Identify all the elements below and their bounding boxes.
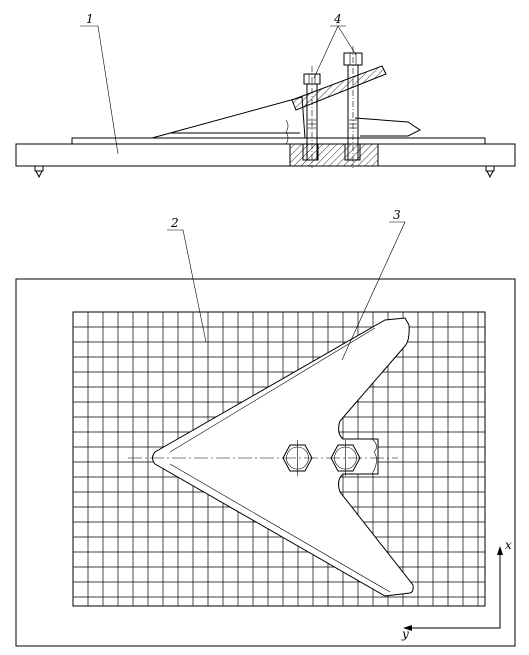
right-foot bbox=[485, 165, 495, 179]
leader-4 bbox=[313, 25, 357, 79]
share-profile bbox=[151, 96, 306, 139]
clamp-bar bbox=[291, 65, 387, 111]
top-plate bbox=[71, 137, 486, 145]
left-foot bbox=[34, 165, 44, 179]
side-view: 1 4 bbox=[15, 12, 516, 179]
label-4: 4 bbox=[333, 12, 342, 26]
share-outline bbox=[152, 317, 414, 597]
base-plate bbox=[15, 143, 516, 167]
bolt-left bbox=[285, 66, 321, 168]
hex-nut-left bbox=[282, 440, 313, 476]
label-3: 3 bbox=[393, 208, 401, 222]
share-tip bbox=[354, 117, 421, 137]
plan-view: 2 3 x y bbox=[15, 208, 516, 647]
leader-3 bbox=[341, 221, 406, 361]
label-2: 2 bbox=[170, 216, 179, 230]
axis-x-label: x bbox=[505, 538, 512, 552]
label-1: 1 bbox=[86, 12, 94, 26]
leader-2 bbox=[167, 229, 207, 343]
axis-y-label: y bbox=[401, 627, 409, 641]
hex-nut-right bbox=[330, 440, 361, 476]
coordinate-axes: x y bbox=[401, 538, 512, 641]
outer-frame bbox=[15, 278, 516, 647]
leader-1 bbox=[80, 25, 119, 155]
